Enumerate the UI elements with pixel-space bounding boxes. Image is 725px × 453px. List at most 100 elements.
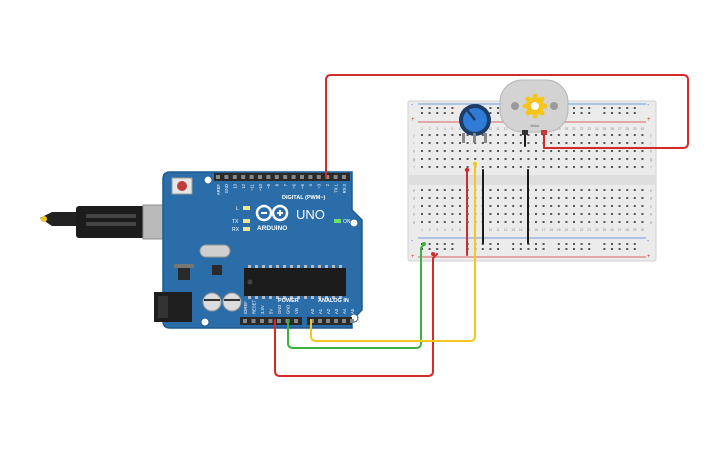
breadboard-hole[interactable] bbox=[633, 134, 636, 136]
breadboard-rail-hole[interactable] bbox=[421, 107, 423, 109]
breadboard-hole[interactable] bbox=[451, 150, 454, 152]
breadboard-hole[interactable] bbox=[535, 166, 537, 168]
breadboard-hole[interactable] bbox=[580, 134, 583, 136]
breadboard-hole[interactable] bbox=[618, 150, 621, 152]
breadboard-hole[interactable] bbox=[633, 158, 636, 160]
breadboard-hole[interactable] bbox=[633, 189, 636, 191]
breadboard-hole[interactable] bbox=[451, 158, 454, 160]
breadboard-hole[interactable] bbox=[588, 197, 591, 199]
breadboard-hole[interactable] bbox=[626, 134, 629, 136]
breadboard-hole[interactable] bbox=[573, 213, 575, 215]
breadboard-hole[interactable] bbox=[580, 213, 583, 215]
breadboard-hole[interactable] bbox=[603, 158, 606, 160]
breadboard-hole[interactable] bbox=[550, 166, 553, 168]
breadboard-hole[interactable] bbox=[595, 158, 598, 160]
breadboard-hole[interactable] bbox=[519, 134, 522, 136]
breadboard-rail-hole[interactable] bbox=[588, 107, 591, 109]
breadboard-rail-hole[interactable] bbox=[436, 248, 439, 250]
analog-pin-socket[interactable] bbox=[342, 319, 346, 323]
breadboard-hole[interactable] bbox=[557, 142, 560, 144]
breadboard-hole[interactable] bbox=[565, 213, 568, 215]
breadboard-hole[interactable] bbox=[497, 134, 499, 136]
breadboard-hole[interactable] bbox=[626, 142, 629, 144]
breadboard-rail-hole[interactable] bbox=[588, 243, 591, 245]
breadboard-hole[interactable] bbox=[611, 205, 613, 207]
breadboard-hole[interactable] bbox=[466, 166, 469, 168]
breadboard-rail-hole[interactable] bbox=[557, 243, 560, 245]
breadboard-hole[interactable] bbox=[428, 205, 431, 207]
breadboard-hole[interactable] bbox=[519, 213, 522, 215]
breadboard-hole[interactable] bbox=[542, 221, 545, 223]
potentiometer[interactable] bbox=[459, 104, 491, 143]
breadboard-rail-hole[interactable] bbox=[436, 243, 439, 245]
breadboard-hole[interactable] bbox=[580, 142, 583, 144]
breadboard-rail-hole[interactable] bbox=[557, 248, 560, 250]
breadboard-hole[interactable] bbox=[588, 166, 591, 168]
breadboard-hole[interactable] bbox=[421, 142, 423, 144]
breadboard-hole[interactable] bbox=[603, 189, 606, 191]
breadboard-hole[interactable] bbox=[489, 142, 492, 144]
breadboard-rail-hole[interactable] bbox=[618, 112, 621, 114]
breadboard-hole[interactable] bbox=[550, 158, 553, 160]
breadboard-hole[interactable] bbox=[542, 213, 545, 215]
breadboard-rail-hole[interactable] bbox=[436, 107, 439, 109]
breadboard-hole[interactable] bbox=[633, 221, 636, 223]
breadboard-hole[interactable] bbox=[451, 197, 454, 199]
breadboard-hole[interactable] bbox=[512, 142, 515, 144]
breadboard-hole[interactable] bbox=[542, 158, 545, 160]
breadboard-hole[interactable] bbox=[451, 221, 454, 223]
breadboard-rail-hole[interactable] bbox=[580, 243, 583, 245]
digital-pin-socket[interactable] bbox=[316, 175, 321, 179]
breadboard-hole[interactable] bbox=[428, 189, 431, 191]
breadboard-hole[interactable] bbox=[451, 205, 454, 207]
breadboard-hole[interactable] bbox=[595, 221, 598, 223]
breadboard-hole[interactable] bbox=[535, 197, 537, 199]
breadboard-rail-hole[interactable] bbox=[618, 107, 621, 109]
breadboard-rail-hole[interactable] bbox=[588, 112, 591, 114]
breadboard-hole[interactable] bbox=[436, 189, 439, 191]
digital-pin-socket[interactable] bbox=[232, 175, 237, 179]
breadboard-hole[interactable] bbox=[421, 205, 423, 207]
breadboard-hole[interactable] bbox=[550, 142, 553, 144]
breadboard-hole[interactable] bbox=[611, 189, 613, 191]
breadboard-hole[interactable] bbox=[588, 189, 591, 191]
breadboard-hole[interactable] bbox=[466, 134, 469, 136]
breadboard-hole[interactable] bbox=[443, 166, 446, 168]
breadboard-hole[interactable] bbox=[595, 150, 598, 152]
breadboard-rail-hole[interactable] bbox=[489, 107, 492, 109]
breadboard-hole[interactable] bbox=[512, 213, 515, 215]
breadboard-hole[interactable] bbox=[641, 158, 644, 160]
analog-pin-socket[interactable] bbox=[318, 319, 322, 323]
breadboard-hole[interactable] bbox=[428, 221, 431, 223]
breadboard-hole[interactable] bbox=[428, 158, 431, 160]
power-pin-socket[interactable] bbox=[294, 319, 298, 323]
breadboard-hole[interactable] bbox=[421, 134, 423, 136]
breadboard-rail-hole[interactable] bbox=[512, 243, 515, 245]
breadboard-hole[interactable] bbox=[626, 197, 629, 199]
breadboard-hole[interactable] bbox=[466, 150, 469, 152]
power-pin-socket[interactable] bbox=[277, 319, 281, 323]
breadboard-hole[interactable] bbox=[466, 158, 469, 160]
breadboard-hole[interactable] bbox=[633, 142, 636, 144]
breadboard-rail-hole[interactable] bbox=[573, 112, 575, 114]
breadboard-hole[interactable] bbox=[626, 213, 629, 215]
breadboard-hole[interactable] bbox=[535, 213, 537, 215]
breadboard-rail-hole[interactable] bbox=[535, 243, 537, 245]
breadboard-hole[interactable] bbox=[603, 205, 606, 207]
breadboard-hole[interactable] bbox=[633, 213, 636, 215]
breadboard-hole[interactable] bbox=[550, 197, 553, 199]
breadboard-hole[interactable] bbox=[542, 197, 545, 199]
breadboard-rail-hole[interactable] bbox=[588, 248, 591, 250]
breadboard-hole[interactable] bbox=[497, 197, 499, 199]
breadboard-hole[interactable] bbox=[595, 205, 598, 207]
breadboard-rail-hole[interactable] bbox=[611, 112, 613, 114]
breadboard-hole[interactable] bbox=[550, 150, 553, 152]
breadboard-hole[interactable] bbox=[512, 158, 515, 160]
breadboard-hole[interactable] bbox=[611, 213, 613, 215]
breadboard-rail-hole[interactable] bbox=[428, 112, 431, 114]
breadboard-hole[interactable] bbox=[573, 221, 575, 223]
breadboard-hole[interactable] bbox=[512, 134, 515, 136]
digital-pin-socket[interactable] bbox=[291, 175, 296, 179]
analog-pin-socket[interactable] bbox=[326, 319, 330, 323]
breadboard-hole[interactable] bbox=[489, 197, 492, 199]
